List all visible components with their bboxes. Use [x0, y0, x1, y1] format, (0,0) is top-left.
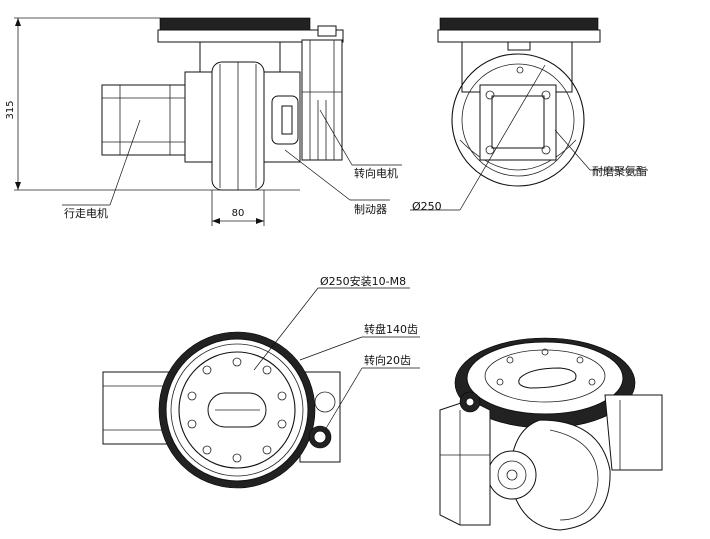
side-drive-motor — [101, 84, 186, 156]
wheel-width-label: 80 — [232, 208, 245, 219]
isometric-view — [439, 337, 663, 531]
side-steer-gear-head — [317, 25, 337, 37]
wear-pu-label: 耐磨聚氨酯 — [592, 165, 647, 178]
brake-label: 制动器 — [354, 203, 387, 216]
steering-motor-label: 转向电机 — [354, 166, 398, 180]
iso-center-slot — [518, 367, 577, 389]
iso-brake — [487, 450, 537, 500]
mount-spec-label: Ø250安装10-M8 — [320, 274, 406, 288]
turntable-teeth-label: 转盘140齿 — [364, 322, 418, 336]
drive-motor-label: 行走电机 — [64, 206, 108, 220]
steering-teeth-label: 转向20齿 — [364, 353, 411, 367]
iso-steering-motor — [439, 399, 491, 526]
wheel-diameter-label: Ø250 — [412, 200, 442, 213]
top-view: Ø250安装10-M8 转盘140齿 转向20齿 — [102, 274, 420, 489]
front-wheel-outer — [451, 53, 585, 187]
front-view: 耐磨聚氨酯 Ø250 — [410, 17, 648, 213]
overall-height-label: 315 — [5, 100, 16, 119]
top-turntable — [178, 351, 296, 469]
side-steering-motor — [301, 39, 343, 161]
side-view: 315 80 行走电机 转向电机 制动器 — [5, 17, 402, 226]
front-top-plate — [437, 29, 601, 43]
